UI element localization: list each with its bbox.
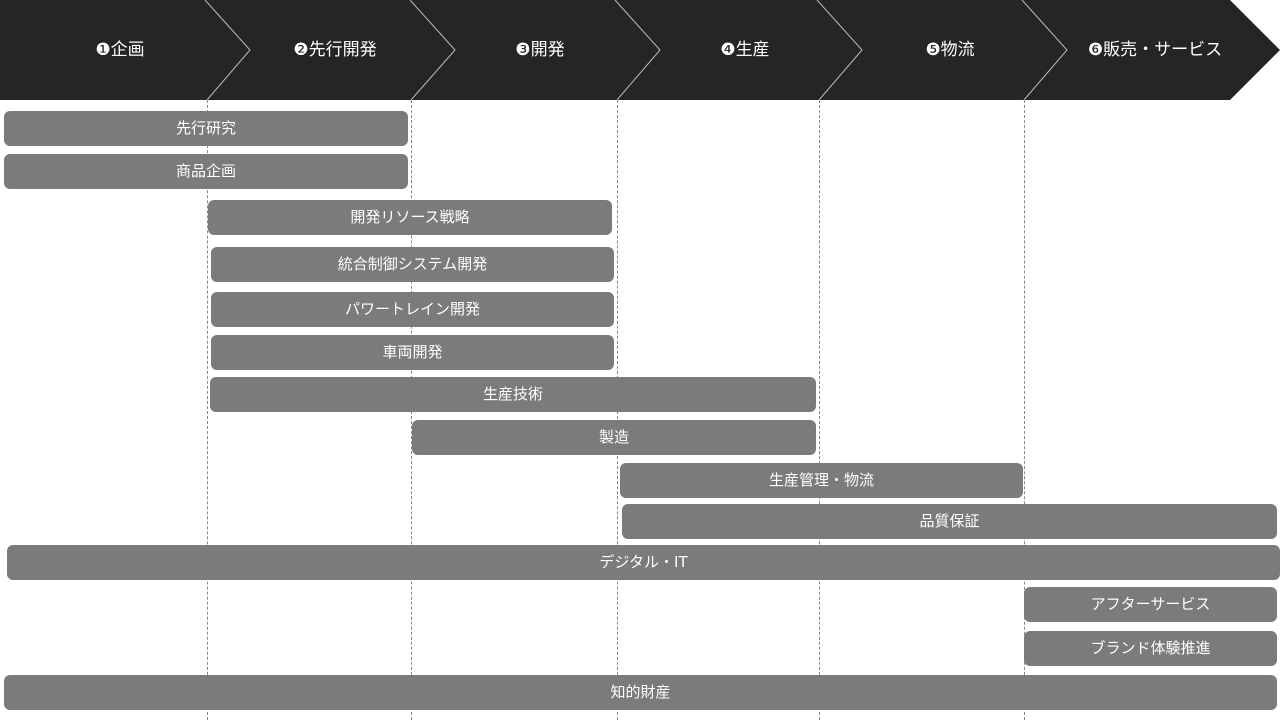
stage-production: ❹生産 [720,40,770,60]
bar-quality-assurance: 品質保証 [622,504,1277,539]
chevron-divider [614,0,661,100]
bar-powertrain-development: パワートレイン開発 [211,292,614,327]
stage-divider-line [207,100,208,720]
bar-brand-experience: ブランド体験推進 [1024,631,1277,666]
chevron-divider [1021,0,1068,100]
bar-production-engineering: 生産技術 [210,377,816,412]
value-chain-header [0,0,1280,100]
header-arrow-shape [0,0,1280,100]
bar-manufacturing: 製造 [412,420,816,455]
bar-product-planning: 商品企画 [4,154,408,189]
stage-advanced-development: ❷先行開発 [293,40,377,60]
bar-vehicle-development: 車両開発 [211,335,614,370]
bar-after-service: アフターサービス [1024,587,1277,622]
stage-planning: ❶企画 [95,40,145,60]
bar-digital-it: デジタル・IT [7,545,1280,580]
stage-sales-service: ❻販売・サービス [1087,40,1223,60]
bar-integrated-control-system: 統合制御システム開発 [211,247,614,282]
stage-development: ❸開発 [515,40,565,60]
bar-development-resource-strategy: 開発リソース戦略 [208,200,612,235]
stage-divider-line [1024,100,1025,720]
bar-advanced-research: 先行研究 [4,111,408,146]
stage-logistics: ❺物流 [925,40,975,60]
bar-production-control-logistics: 生産管理・物流 [620,463,1023,498]
stage-divider-line [819,100,820,720]
chevron-divider [204,0,251,100]
chevron-divider [816,0,863,100]
bar-intellectual-property: 知的財産 [4,675,1277,710]
chevron-divider [409,0,456,100]
